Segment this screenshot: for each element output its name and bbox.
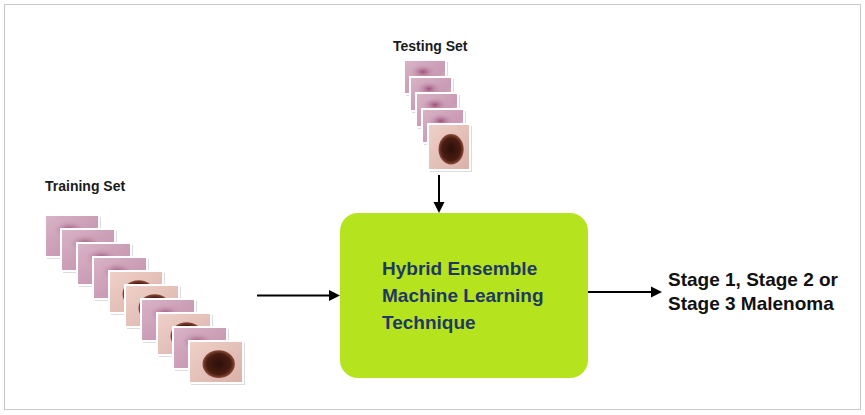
output-text: Stage 1, Stage 2 or Stage 3 Malenoma	[668, 268, 862, 316]
arrow-head	[434, 202, 445, 213]
flow-arrow	[434, 175, 445, 213]
image-set: Training Set	[42, 178, 257, 388]
image-stack	[404, 60, 472, 172]
skin-image	[189, 341, 243, 383]
arrow-line	[588, 291, 653, 293]
arrow-line	[438, 175, 440, 204]
output-label: Stage 1, Stage 2 or Stage 3 Malenoma	[662, 268, 862, 316]
lesion	[203, 350, 235, 378]
image-stack	[45, 215, 245, 385]
flow-arrow	[257, 290, 340, 301]
image-set: Testing Set	[393, 38, 485, 175]
skin-image	[428, 124, 470, 170]
arrow-line	[257, 295, 331, 297]
set-heading: Training Set	[45, 178, 257, 194]
lesion	[439, 134, 464, 164]
arrow-head	[651, 287, 662, 298]
set-heading: Testing Set	[393, 38, 485, 54]
flow-arrow	[588, 287, 662, 298]
frame-border	[5, 5, 861, 410]
process-box: Hybrid Ensemble Machine Learning Techniq…	[340, 213, 588, 378]
arrow-head	[329, 290, 340, 301]
box-label: Hybrid Ensemble Machine Learning Techniq…	[382, 255, 570, 336]
